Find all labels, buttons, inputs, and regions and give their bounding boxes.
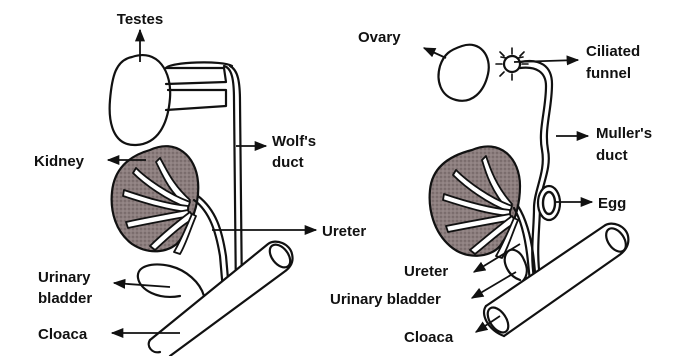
label-cloaca-male: Cloaca <box>38 326 88 343</box>
label-ureter-male: Ureter <box>322 223 366 240</box>
egg-in-duct <box>538 186 560 220</box>
label-urinary-line1: Urinary <box>38 269 91 286</box>
label-ureter-female: Ureter <box>404 263 448 280</box>
label-testes: Testes <box>117 11 163 28</box>
label-urinary-bladder-female: Urinary bladder <box>330 291 441 308</box>
testis-shape <box>110 55 171 145</box>
label-mullers-line2: duct <box>596 147 628 164</box>
label-ciliated-line1: Ciliated <box>586 43 640 60</box>
label-kidney: Kidney <box>34 153 85 170</box>
label-egg: Egg <box>598 195 626 212</box>
label-wolfs-duct-line2: duct <box>272 154 304 171</box>
label-urinary-line2: bladder <box>38 290 92 307</box>
label-ciliated-line2: funnel <box>586 65 631 82</box>
label-ovary: Ovary <box>358 29 401 46</box>
label-cloaca-female: Cloaca <box>404 329 454 346</box>
label-mullers-line1: Muller's <box>596 125 652 142</box>
label-wolfs-duct-line1: Wolf's <box>272 133 316 150</box>
